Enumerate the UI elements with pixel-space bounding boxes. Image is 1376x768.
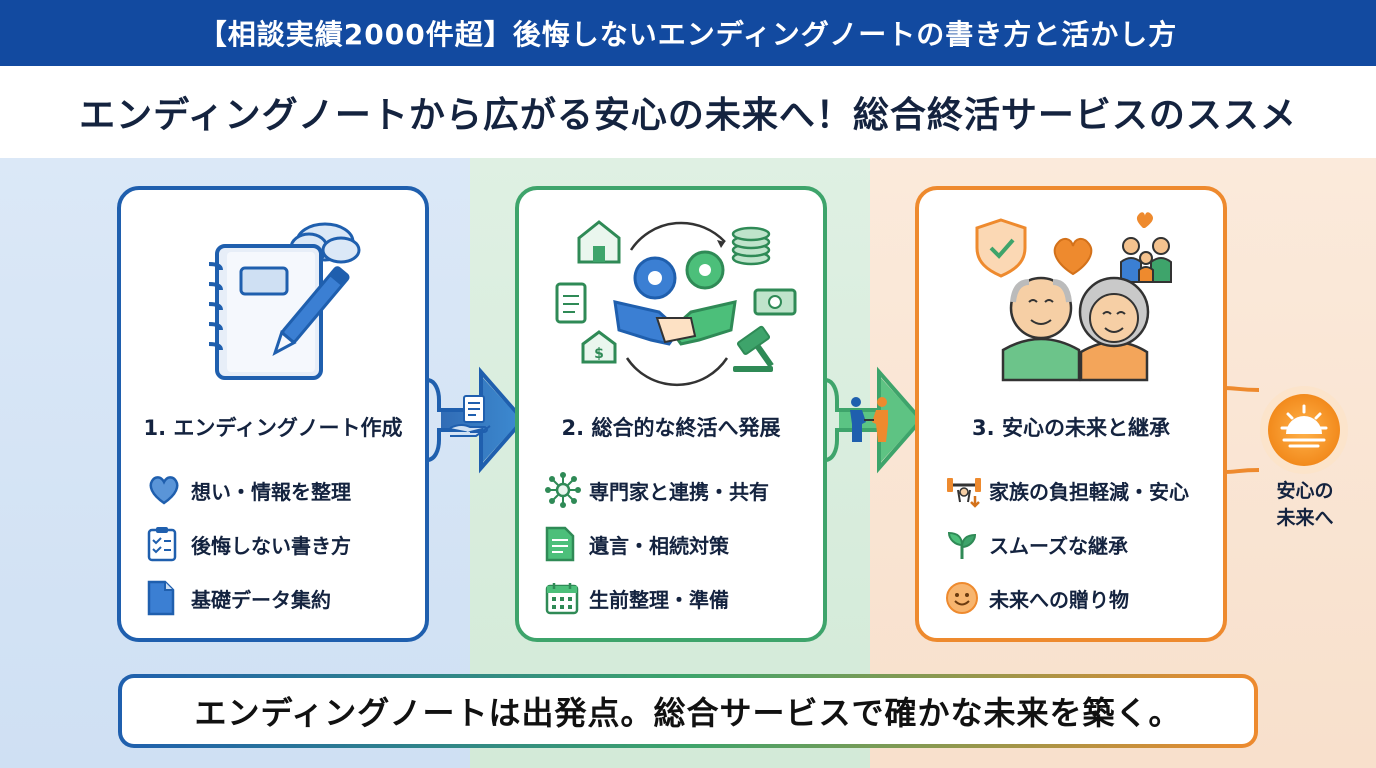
step-3-item-2: スムーズな継承 bbox=[945, 524, 1128, 564]
goal-label-line1: 安心の bbox=[1276, 480, 1334, 502]
collaboration-handshake-icon: $ bbox=[555, 220, 797, 387]
calendar-icon bbox=[545, 578, 589, 618]
banner-title: 【相談実績2000件超】後悔しないエンディングノートの書き方と活かし方 bbox=[198, 18, 1178, 51]
network-icon bbox=[545, 470, 589, 510]
hand-document-icon bbox=[449, 395, 491, 437]
step-1-item-2-label: 後悔しない書き方 bbox=[191, 533, 351, 558]
headline-text: エンディングノートから広がる安心の未来へ！総合終活サービスのススメ bbox=[79, 95, 1297, 136]
step-1-item-1: 想い・情報を整理 bbox=[147, 470, 351, 510]
connector-3-to-goal bbox=[1224, 386, 1260, 474]
headline: エンディングノートから広がる安心の未来へ！総合終活サービスのススメ bbox=[0, 66, 1376, 158]
step-1-item-1-label: 想い・情報を整理 bbox=[191, 479, 351, 504]
step-1-title: 1. エンディングノート作成 bbox=[143, 416, 403, 440]
elderly-couple-icon bbox=[975, 212, 1172, 382]
step-3-item-1-label: 家族の負担軽減・安心 bbox=[989, 479, 1189, 504]
step-2-item-1: 専門家と連携・共有 bbox=[545, 470, 769, 510]
will-document-icon bbox=[545, 524, 589, 564]
step-2-item-3: 生前整理・準備 bbox=[545, 578, 729, 618]
document-icon bbox=[147, 578, 191, 618]
goal-label-line2: 未来へ bbox=[1276, 507, 1334, 529]
sprout-icon bbox=[945, 524, 989, 564]
checklist-icon bbox=[147, 524, 191, 564]
step-2-item-3-label: 生前整理・準備 bbox=[589, 587, 729, 612]
step-2-item-2-label: 遺言・相続対策 bbox=[589, 533, 729, 558]
sunrise-icon bbox=[1260, 386, 1348, 474]
smile-icon bbox=[945, 578, 989, 618]
bottom-message-box: エンディングノートは出発点。総合サービスで確かな未来を築く。 bbox=[118, 674, 1258, 748]
top-banner: 【相談実績2000件超】後悔しないエンディングノートの書き方と活かし方 bbox=[0, 0, 1376, 66]
step-2-item-1-label: 専門家と連携・共有 bbox=[589, 479, 769, 504]
step-card-2: $ 2. 総合的な終活へ発展 専門家と連携・共有 遺言・相続対策 生前整理・準備 bbox=[515, 186, 827, 642]
svg-text:$: $ bbox=[594, 346, 604, 362]
notebook-pen-icon bbox=[208, 222, 361, 380]
step-3-title: 3. 安心の未来と継承 bbox=[972, 416, 1170, 440]
goal-label: 安心の 未来へ bbox=[1250, 478, 1360, 532]
heart-icon bbox=[147, 470, 191, 510]
step-1-item-2: 後悔しない書き方 bbox=[147, 524, 351, 564]
step-card-1: 1. エンディングノート作成 想い・情報を整理 後悔しない書き方 基礎データ集約 bbox=[117, 186, 429, 642]
step-1-item-3-label: 基礎データ集約 bbox=[191, 587, 331, 612]
step-3-item-3: 未来への贈り物 bbox=[945, 578, 1129, 618]
step-2-title: 2. 総合的な終活へ発展 bbox=[561, 416, 781, 440]
weight-relief-icon bbox=[945, 470, 989, 510]
step-3-item-1: 家族の負担軽減・安心 bbox=[945, 470, 1189, 510]
step-3-item-3-label: 未来への贈り物 bbox=[989, 587, 1129, 612]
bottom-message: エンディングノートは出発点。総合サービスで確かな未来を築く。 bbox=[194, 694, 1182, 732]
goal-sun bbox=[1258, 384, 1350, 476]
handover-people-icon bbox=[850, 397, 888, 442]
step-2-item-2: 遺言・相続対策 bbox=[545, 524, 729, 564]
step-1-item-3: 基礎データ集約 bbox=[147, 578, 331, 618]
step-3-item-2-label: スムーズな継承 bbox=[989, 533, 1128, 558]
step-card-3: 3. 安心の未来と継承 家族の負担軽減・安心 スムーズな継承 未来への贈り物 bbox=[915, 186, 1227, 642]
